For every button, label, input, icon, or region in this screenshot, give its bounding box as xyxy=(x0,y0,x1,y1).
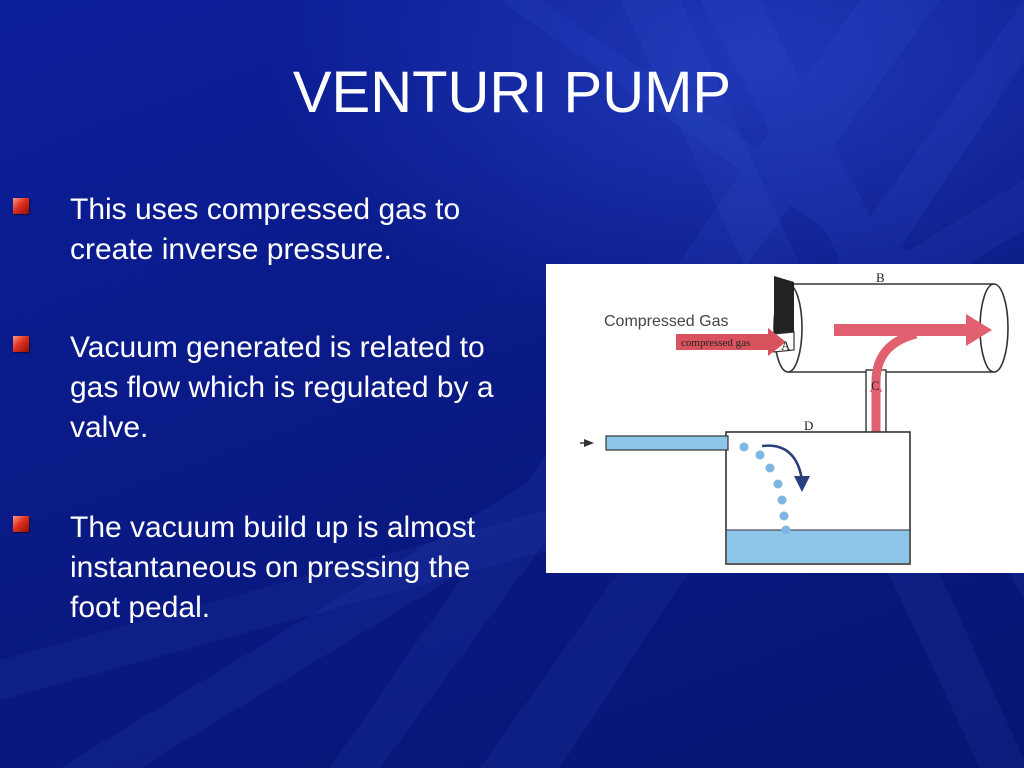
inlet-pipe xyxy=(580,435,729,451)
bullet-square-icon xyxy=(13,336,29,352)
bullet-item: Vacuum generated is related to gas flow … xyxy=(13,328,510,448)
label-a: A xyxy=(781,338,791,353)
compressed-gas-arrow xyxy=(676,328,786,356)
compressed-gas-label: Compressed Gas xyxy=(604,313,729,330)
bullet-square-icon xyxy=(13,516,29,532)
venturi-diagram-svg: Compressed Gas compressed gas A B C D xyxy=(580,270,1009,565)
bullet-item: The vacuum build up is almost instantane… xyxy=(13,508,510,628)
label-b: B xyxy=(876,270,885,285)
flow-arrow xyxy=(834,314,992,346)
bullet-text: Vacuum generated is related to gas flow … xyxy=(70,331,494,444)
fluid-droplets xyxy=(739,442,791,535)
flow-direction-arrow xyxy=(761,444,810,492)
slide-title: VENTURI PUMP xyxy=(292,60,732,125)
bullet-text: The vacuum build up is almost instantane… xyxy=(70,511,476,624)
label-d: D xyxy=(804,418,813,433)
bullet-square-icon xyxy=(13,198,29,214)
bullet-text: This uses compressed gas to create inver… xyxy=(70,193,461,266)
pipe-c xyxy=(865,329,918,442)
bullet-item: This uses compressed gas to create inver… xyxy=(13,190,510,270)
label-c: C xyxy=(871,378,880,393)
venturi-diagram: Compressed Gas compressed gas A B C D xyxy=(546,264,1024,573)
compressed-gas-arrow-label: compressed gas xyxy=(681,337,750,349)
container-d xyxy=(725,431,911,565)
